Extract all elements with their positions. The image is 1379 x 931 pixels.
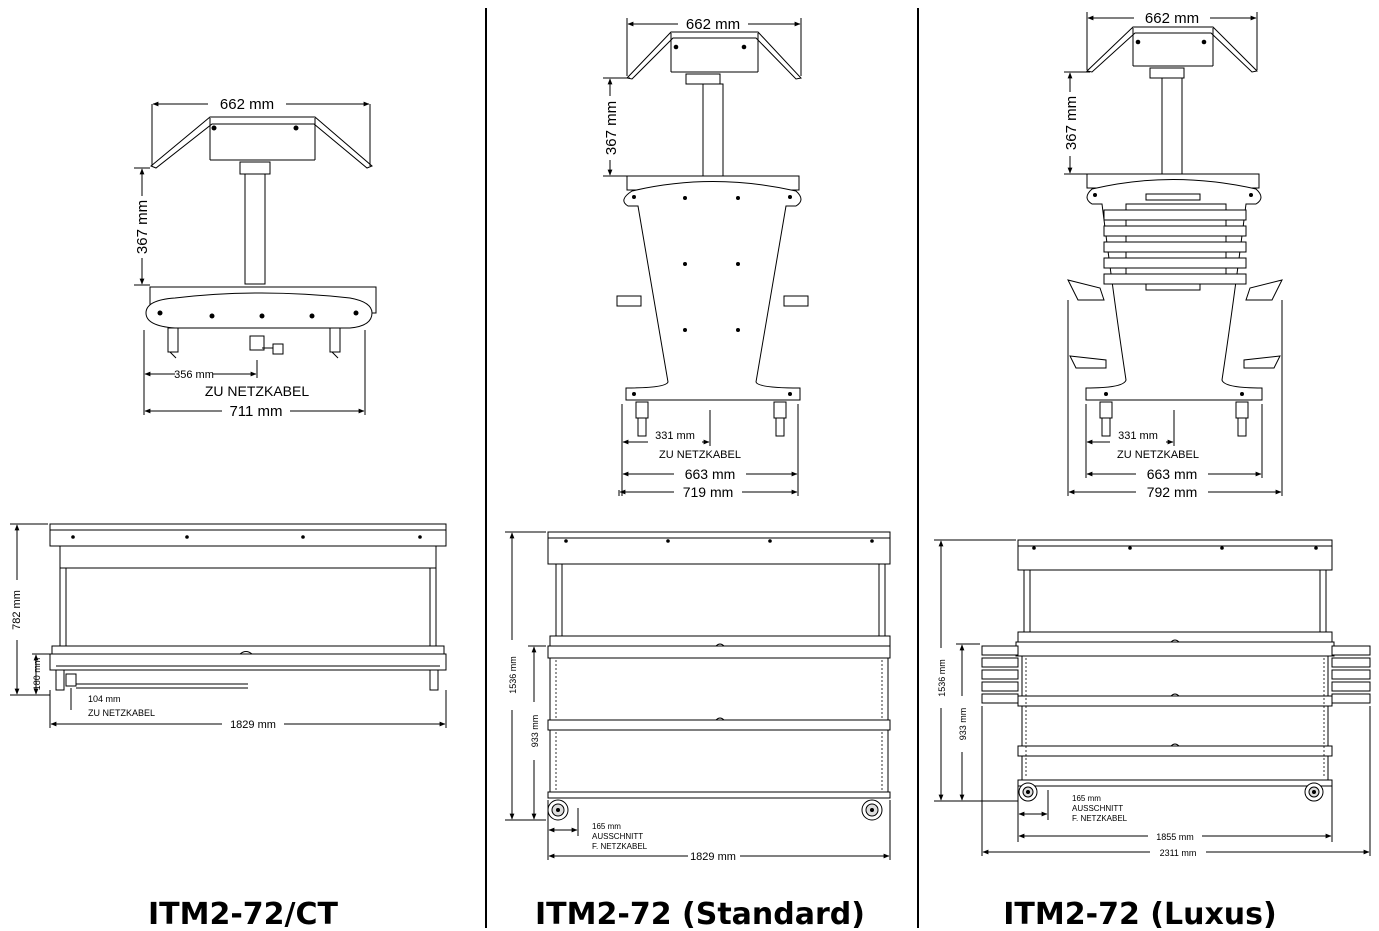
dimension-lines: 662 mm 367 mm 331 mm ZU NETZKABEL 663 mm… [603,16,802,500]
dimension-lines: 782 mm 180 mm 104 mm ZU NETZKABEL 1829 m… [10,523,447,731]
cable-offset-label: 331 mm [1118,430,1158,442]
length-label: 1829 mm [230,719,276,731]
height-label: 1536 mm [937,659,947,697]
top-view-drawing [616,31,809,437]
base-width-label: 719 mm [683,484,734,500]
top-view-drawing [1067,26,1283,437]
lower-height-label: 933 mm [958,708,968,741]
cable-offset-label: 331 mm [655,430,695,442]
dimension-lines: 662 mm 367 mm 356 mm ZU NETZKABEL 711 mm [134,96,371,420]
post-height-label: 367 mm [134,200,151,254]
top-width-label: 662 mm [220,96,274,113]
height-label: 1536 mm [508,656,518,694]
model-title: ITM2-72 (Luxus) [1003,897,1276,931]
cutout-note: AUSSCHNITT [1072,804,1123,813]
cutout-note: AUSSCHNITT [592,832,643,841]
dimension-lines: 662 mm 367 mm 331 mm ZU NETZKABEL 663 mm… [1063,10,1283,500]
inner-length-label: 1855 mm [1156,832,1194,842]
post-height-label: 367 mm [603,101,620,155]
model-title: ITM2-72 (Standard) [535,897,865,931]
cutout-note: F. NETZKABEL [592,842,648,851]
post-height-label: 367 mm [1063,96,1080,150]
cutout-label: 165 mm [592,822,621,831]
base-width-label: 792 mm [1147,484,1198,500]
front-view-drawing [49,523,447,691]
lower-height-label: 933 mm [530,715,540,748]
height-label: 782 mm [11,590,23,630]
model-title: ITM2-72/CT [148,897,339,931]
shelf-height-label: 180 mm [32,658,42,691]
cable-note: ZU NETZKABEL [88,708,155,718]
cable-note: ZU NETZKABEL [659,449,741,461]
panel-itm2-72-standard: 662 mm 367 mm 331 mm ZU NETZKABEL 663 mm… [505,16,891,931]
inner-width-label: 663 mm [685,466,736,482]
cable-offset-label: 356 mm [174,369,214,381]
cutout-label: 165 mm [1072,794,1101,803]
length-label: 2311 mm [1160,848,1197,858]
dimension-lines: 1536 mm 933 mm 165 mm AUSSCHNITT F. NETZ… [934,539,1371,858]
cutout-note: F. NETZKABEL [1072,814,1128,823]
dimension-lines: 1536 mm 933 mm 165 mm AUSSCHNITT F. NETZ… [505,531,891,863]
top-width-label: 662 mm [1145,10,1199,27]
top-view-drawing [145,116,377,359]
cable-note: ZU NETZKABEL [205,383,309,399]
base-width-label: 711 mm [229,403,282,420]
panel-itm2-72-ct: 662 mm 367 mm 356 mm ZU NETZKABEL 711 mm [10,96,447,931]
panel-itm2-72-luxus: 662 mm 367 mm 331 mm ZU NETZKABEL 663 mm… [934,10,1371,931]
length-label: 1829 mm [690,851,736,863]
front-view-drawing [547,531,891,821]
inner-width-label: 663 mm [1147,466,1198,482]
cable-note: ZU NETZKABEL [1117,449,1199,461]
front-view-drawing [981,539,1371,802]
cable-offset-label: 104 mm [88,694,121,704]
top-width-label: 662 mm [686,16,740,33]
